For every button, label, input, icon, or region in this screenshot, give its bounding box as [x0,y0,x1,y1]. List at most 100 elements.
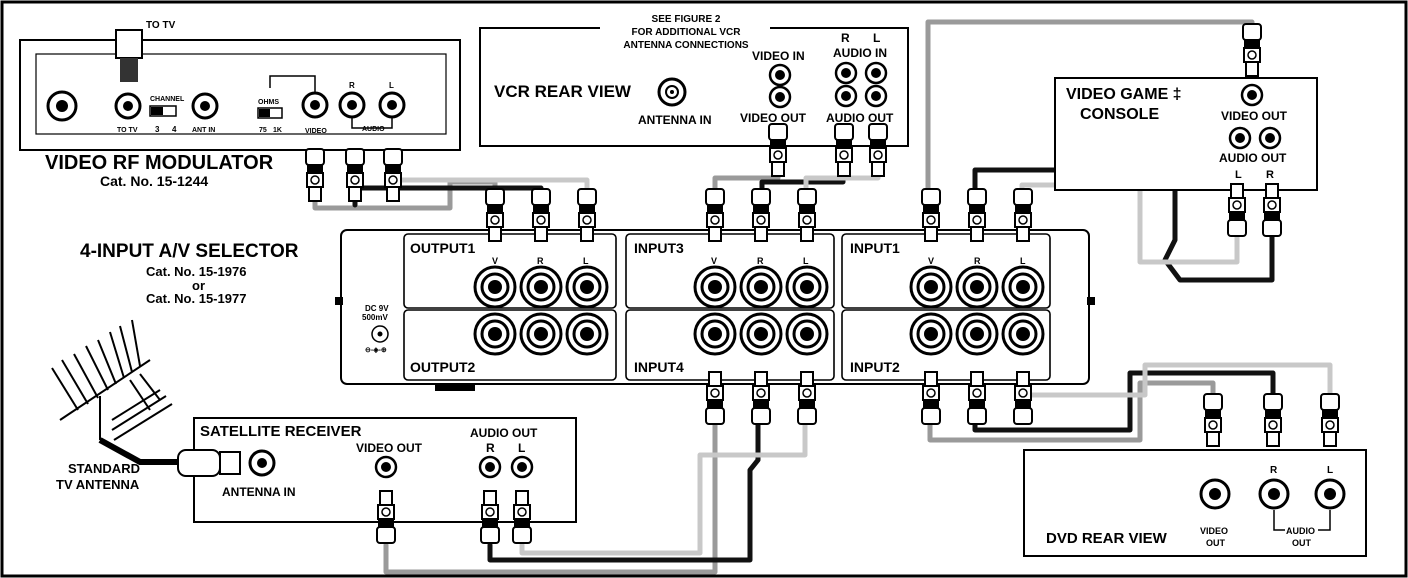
in4-v-plug [705,371,725,425]
dvd-audio-label1: AUDIO [1286,526,1315,536]
cable-antenna [98,437,182,465]
sat-l-jack [510,455,534,479]
dvd-video-plug [1203,393,1223,447]
vcr-antenna-label: ANTENNA IN [638,113,712,127]
input2-r-jack [955,312,999,356]
in4-r-plug [751,371,771,425]
mod-r-label: R [349,81,355,90]
cable-out-video [312,179,498,211]
out1-l-label: L [583,256,589,266]
selector-or: or [192,278,205,293]
mod-video-label: VIDEO [305,128,327,135]
in3-v-label: V [711,256,717,266]
input4-v-jack [693,312,737,356]
output1-panel [403,233,617,309]
output2-label: OUTPUT2 [410,359,476,375]
to-tv-label: TO TV [117,127,138,134]
input4-l-jack [785,312,829,356]
sat-audio-out-label: AUDIO OUT [470,426,538,440]
input1-r-jack [955,265,999,309]
dvd-box [1023,449,1367,557]
in3-v-plug [705,188,725,242]
sat-r-jack [478,455,502,479]
ant-in-jack [191,92,219,120]
input3-v-jack [693,265,737,309]
input4-r-jack [739,312,783,356]
ohm75-label: 75 [259,127,267,134]
dc-label2: 500mV [362,313,388,322]
input1-v-jack [909,265,953,309]
dvd-audio-label2: OUT [1292,538,1312,548]
input2-v-jack [909,312,953,356]
dvd-r-label: R [1270,465,1278,476]
vcr-audio-in-r-jack [834,61,858,85]
in2-l-plug [1013,371,1033,425]
output1-label: OUTPUT1 [410,240,476,256]
console-l-label: L [1235,169,1242,181]
dvd-l-plug [1320,393,1340,447]
vcr-note3: ANTENNA CONNECTIONS [623,40,749,51]
in1-l-plug [1013,188,1033,242]
sat-l-plug [512,490,532,544]
mod-video-plug [305,148,325,202]
sat-l-label: L [518,441,525,455]
cable-dvd-right [972,370,1276,433]
selector-cat2: Cat. No. 15-1977 [146,291,246,306]
out1-r-plug [531,188,551,242]
ch3-label: 3 [155,125,160,134]
vcr-r-plug [834,123,854,177]
out1-v-label: V [492,256,498,266]
dc-label1: DC 9V [365,304,389,313]
to-tv-connector [115,29,143,59]
input3-label: INPUT3 [634,240,684,256]
in1-r-label: R [974,256,981,266]
dvd-title: DVD REAR VIEW [1046,530,1168,547]
mod-l-plug [383,148,403,202]
in1-v-label: V [928,256,934,266]
dvd-l-jack [1314,478,1346,510]
antenna-label2: TV ANTENNA [56,477,140,492]
output2-r-jack [519,312,563,356]
console-audio-l-jack [1228,126,1252,150]
vcr-note2: FOR ADDITIONAL VCR [632,27,742,38]
cable-sat-video [383,417,718,575]
input2-label: INPUT2 [850,359,900,375]
mod-r-jack [338,91,366,119]
vcr-title: VCR REAR VIEW [494,82,632,101]
to-tv-jack [114,92,142,120]
output2-l-jack [565,312,609,356]
ohm1k-label: 1K [273,127,282,134]
input1-l-jack [1001,265,1045,309]
sat-video-out-label: VIDEO OUT [356,441,423,455]
output1-r-jack [519,265,563,309]
sat-antenna-connector [177,449,221,477]
vcr-video-in-label: VIDEO IN [752,49,805,63]
console-video-jack [1240,83,1264,107]
sat-antenna-label: ANTENNA IN [222,485,296,499]
vcr-r-label: R [841,31,850,45]
vcr-l-plug [868,123,888,177]
channel-label: CHANNEL [150,96,185,103]
out1-r-label: R [537,256,544,266]
vcr-video-out-jack [768,85,792,109]
vcr-video-in-jack [768,63,792,87]
mod-r-plug [345,148,365,202]
input3-r-jack [739,265,783,309]
in3-l-plug [797,188,817,242]
dvd-video-jack [1199,478,1231,510]
ch4-label: 4 [172,125,177,134]
vcr-audio-out-l-jack [864,84,888,108]
dvd-video-label2: OUT [1206,538,1226,548]
in1-v-plug [921,188,941,242]
selector-cat1: Cat. No. 15-1976 [146,264,246,279]
console-audio-r-jack [1258,126,1282,150]
mod-video-jack [301,91,329,119]
console-audio-out-label: AUDIO OUT [1219,151,1287,165]
sat-video-jack [374,455,398,479]
mod-audio-label: AUDIO [362,126,385,133]
in3-r-label: R [757,256,764,266]
dvd-r-plug [1263,393,1283,447]
console-title2: CONSOLE [1080,106,1159,123]
cable-console-right [972,167,1275,283]
